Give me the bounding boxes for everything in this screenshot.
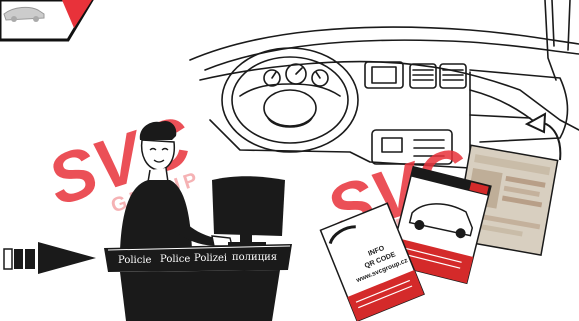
desk-label-cz: Policie bbox=[118, 255, 152, 266]
car-dashboard bbox=[190, 0, 579, 168]
warning-sign-corner bbox=[0, 0, 92, 40]
curved-arrow-icon bbox=[527, 114, 560, 160]
desk-label-ru: полиция bbox=[232, 252, 277, 263]
desk-label-de: Polizei bbox=[194, 253, 227, 264]
forward-arrow-icon bbox=[4, 242, 96, 274]
desk-label-en: Police bbox=[160, 254, 190, 265]
computer-monitor bbox=[212, 176, 285, 247]
